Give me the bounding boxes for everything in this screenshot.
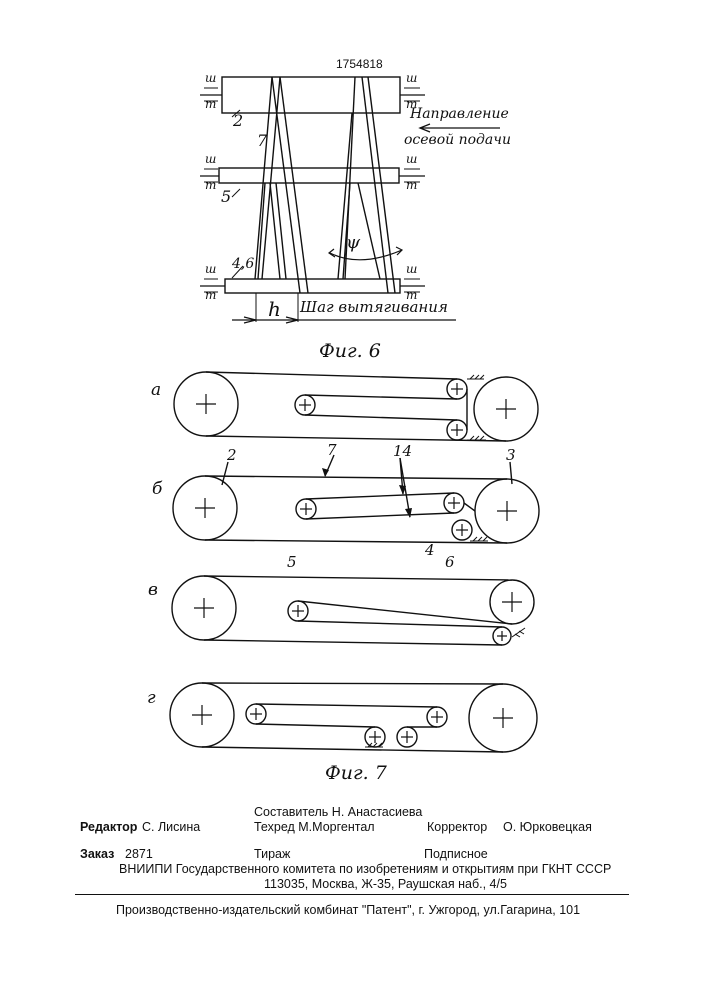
fig6-label-7: 7 xyxy=(257,131,267,150)
bearing-mark: т xyxy=(406,178,417,192)
editor-label: Редактор xyxy=(80,820,137,834)
patent-number: 1754818 xyxy=(336,57,383,71)
fig6-label-psi: ψ xyxy=(346,232,360,253)
fig7-label-3: 3 xyxy=(506,446,516,464)
fig7-label-2: 2 xyxy=(227,446,237,464)
bearing-mark: ш xyxy=(406,262,417,276)
order-label: Заказ xyxy=(80,847,114,861)
bearing-mark: т xyxy=(205,178,216,192)
techred-line: Техред М.Моргентал xyxy=(254,820,375,834)
fig7-label-5: 5 xyxy=(287,553,297,571)
fig6-step-label: Шаг вытягивания xyxy=(300,298,448,316)
fig7-label-4: 4 xyxy=(425,541,435,559)
fig7-row-v: в xyxy=(148,580,158,600)
order-number: 2871 xyxy=(125,847,153,861)
fig6-label-h: h xyxy=(268,297,281,321)
roller-5-rect xyxy=(219,168,399,183)
roller-2-rect xyxy=(222,77,400,113)
corrector-name: О. Юрковецкая xyxy=(503,820,592,834)
colophon-divider xyxy=(75,894,629,895)
publisher-line: Производственно-издательский комбинат "П… xyxy=(116,903,580,917)
fig6-caption: Фиг. 6 xyxy=(319,340,381,362)
fig7-row-g: г xyxy=(147,688,156,708)
fig6-label-2: 2 xyxy=(233,111,243,130)
bearing-mark: ш xyxy=(406,152,417,166)
bearing-mark: т xyxy=(205,97,216,111)
fig6-direction-line1: Направление xyxy=(410,106,509,122)
bearing-mark: т xyxy=(406,97,417,111)
bearing-mark: ш xyxy=(205,71,216,85)
bearing-mark: т xyxy=(406,288,417,302)
bearing-mark: ш xyxy=(406,71,417,85)
corrector-label: Корректор xyxy=(427,820,487,834)
bearing-mark: т xyxy=(205,288,216,302)
fig7-label-7: 7 xyxy=(327,441,337,459)
fig7-label-6: 6 xyxy=(445,553,455,571)
bearing-mark: ш xyxy=(205,262,216,276)
fig6-direction-line2: осевой подачи xyxy=(404,132,511,148)
roller-46-rect xyxy=(225,279,400,293)
bearing-mark: ш xyxy=(205,152,216,166)
fig7-row-b: б xyxy=(152,479,162,499)
subscription-label: Подписное xyxy=(424,847,488,861)
fig7-row-a: а xyxy=(151,380,161,400)
address-line: 113035, Москва, Ж-35, Раушская наб., 4/5 xyxy=(264,877,507,891)
institute-line: ВНИИПИ Государственного комитета по изоб… xyxy=(119,862,611,876)
circulation-label: Тираж xyxy=(254,847,290,861)
compiler-line: Составитель Н. Анастасиева xyxy=(254,805,422,819)
fig6-label-4-6: 4,6 xyxy=(232,256,254,272)
fig7-caption: Фиг. 7 xyxy=(325,762,387,784)
editor-name: С. Лисина xyxy=(142,820,200,834)
fig7-label-14: 14 xyxy=(393,442,412,460)
fig6-label-5: 5 xyxy=(221,187,231,206)
